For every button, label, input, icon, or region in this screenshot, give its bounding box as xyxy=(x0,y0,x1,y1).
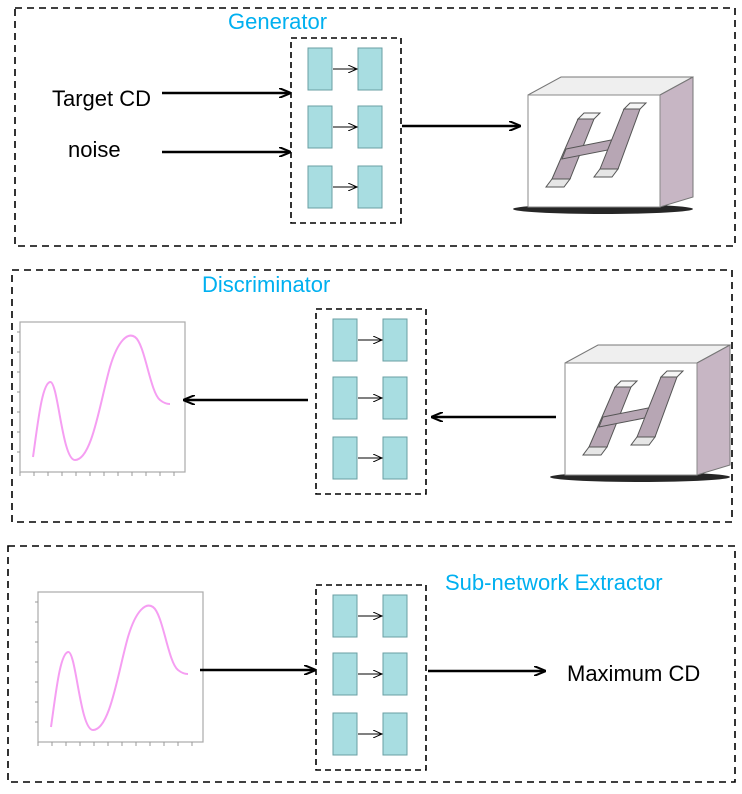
generator-panel xyxy=(14,7,736,247)
generator-network-block-icon xyxy=(291,38,401,223)
generated-h-cube-icon xyxy=(512,76,694,215)
discriminator-cd-plot-icon xyxy=(16,321,186,477)
extractor-title: Sub-network Extractor xyxy=(445,570,663,595)
discriminator-network-block-icon xyxy=(316,309,426,494)
extractor-panel xyxy=(7,545,736,783)
target-cd-label: Target CD xyxy=(52,86,151,111)
extractor-cd-plot-icon xyxy=(34,591,204,747)
input-h-cube-icon xyxy=(549,344,731,483)
discriminator-panel xyxy=(11,269,733,523)
generator-title: Generator xyxy=(228,9,327,34)
extractor-network-block-icon xyxy=(316,585,426,770)
maximum-cd-label: Maximum CD xyxy=(567,661,700,686)
discriminator-title: Discriminator xyxy=(202,272,330,297)
noise-label: noise xyxy=(68,137,121,162)
